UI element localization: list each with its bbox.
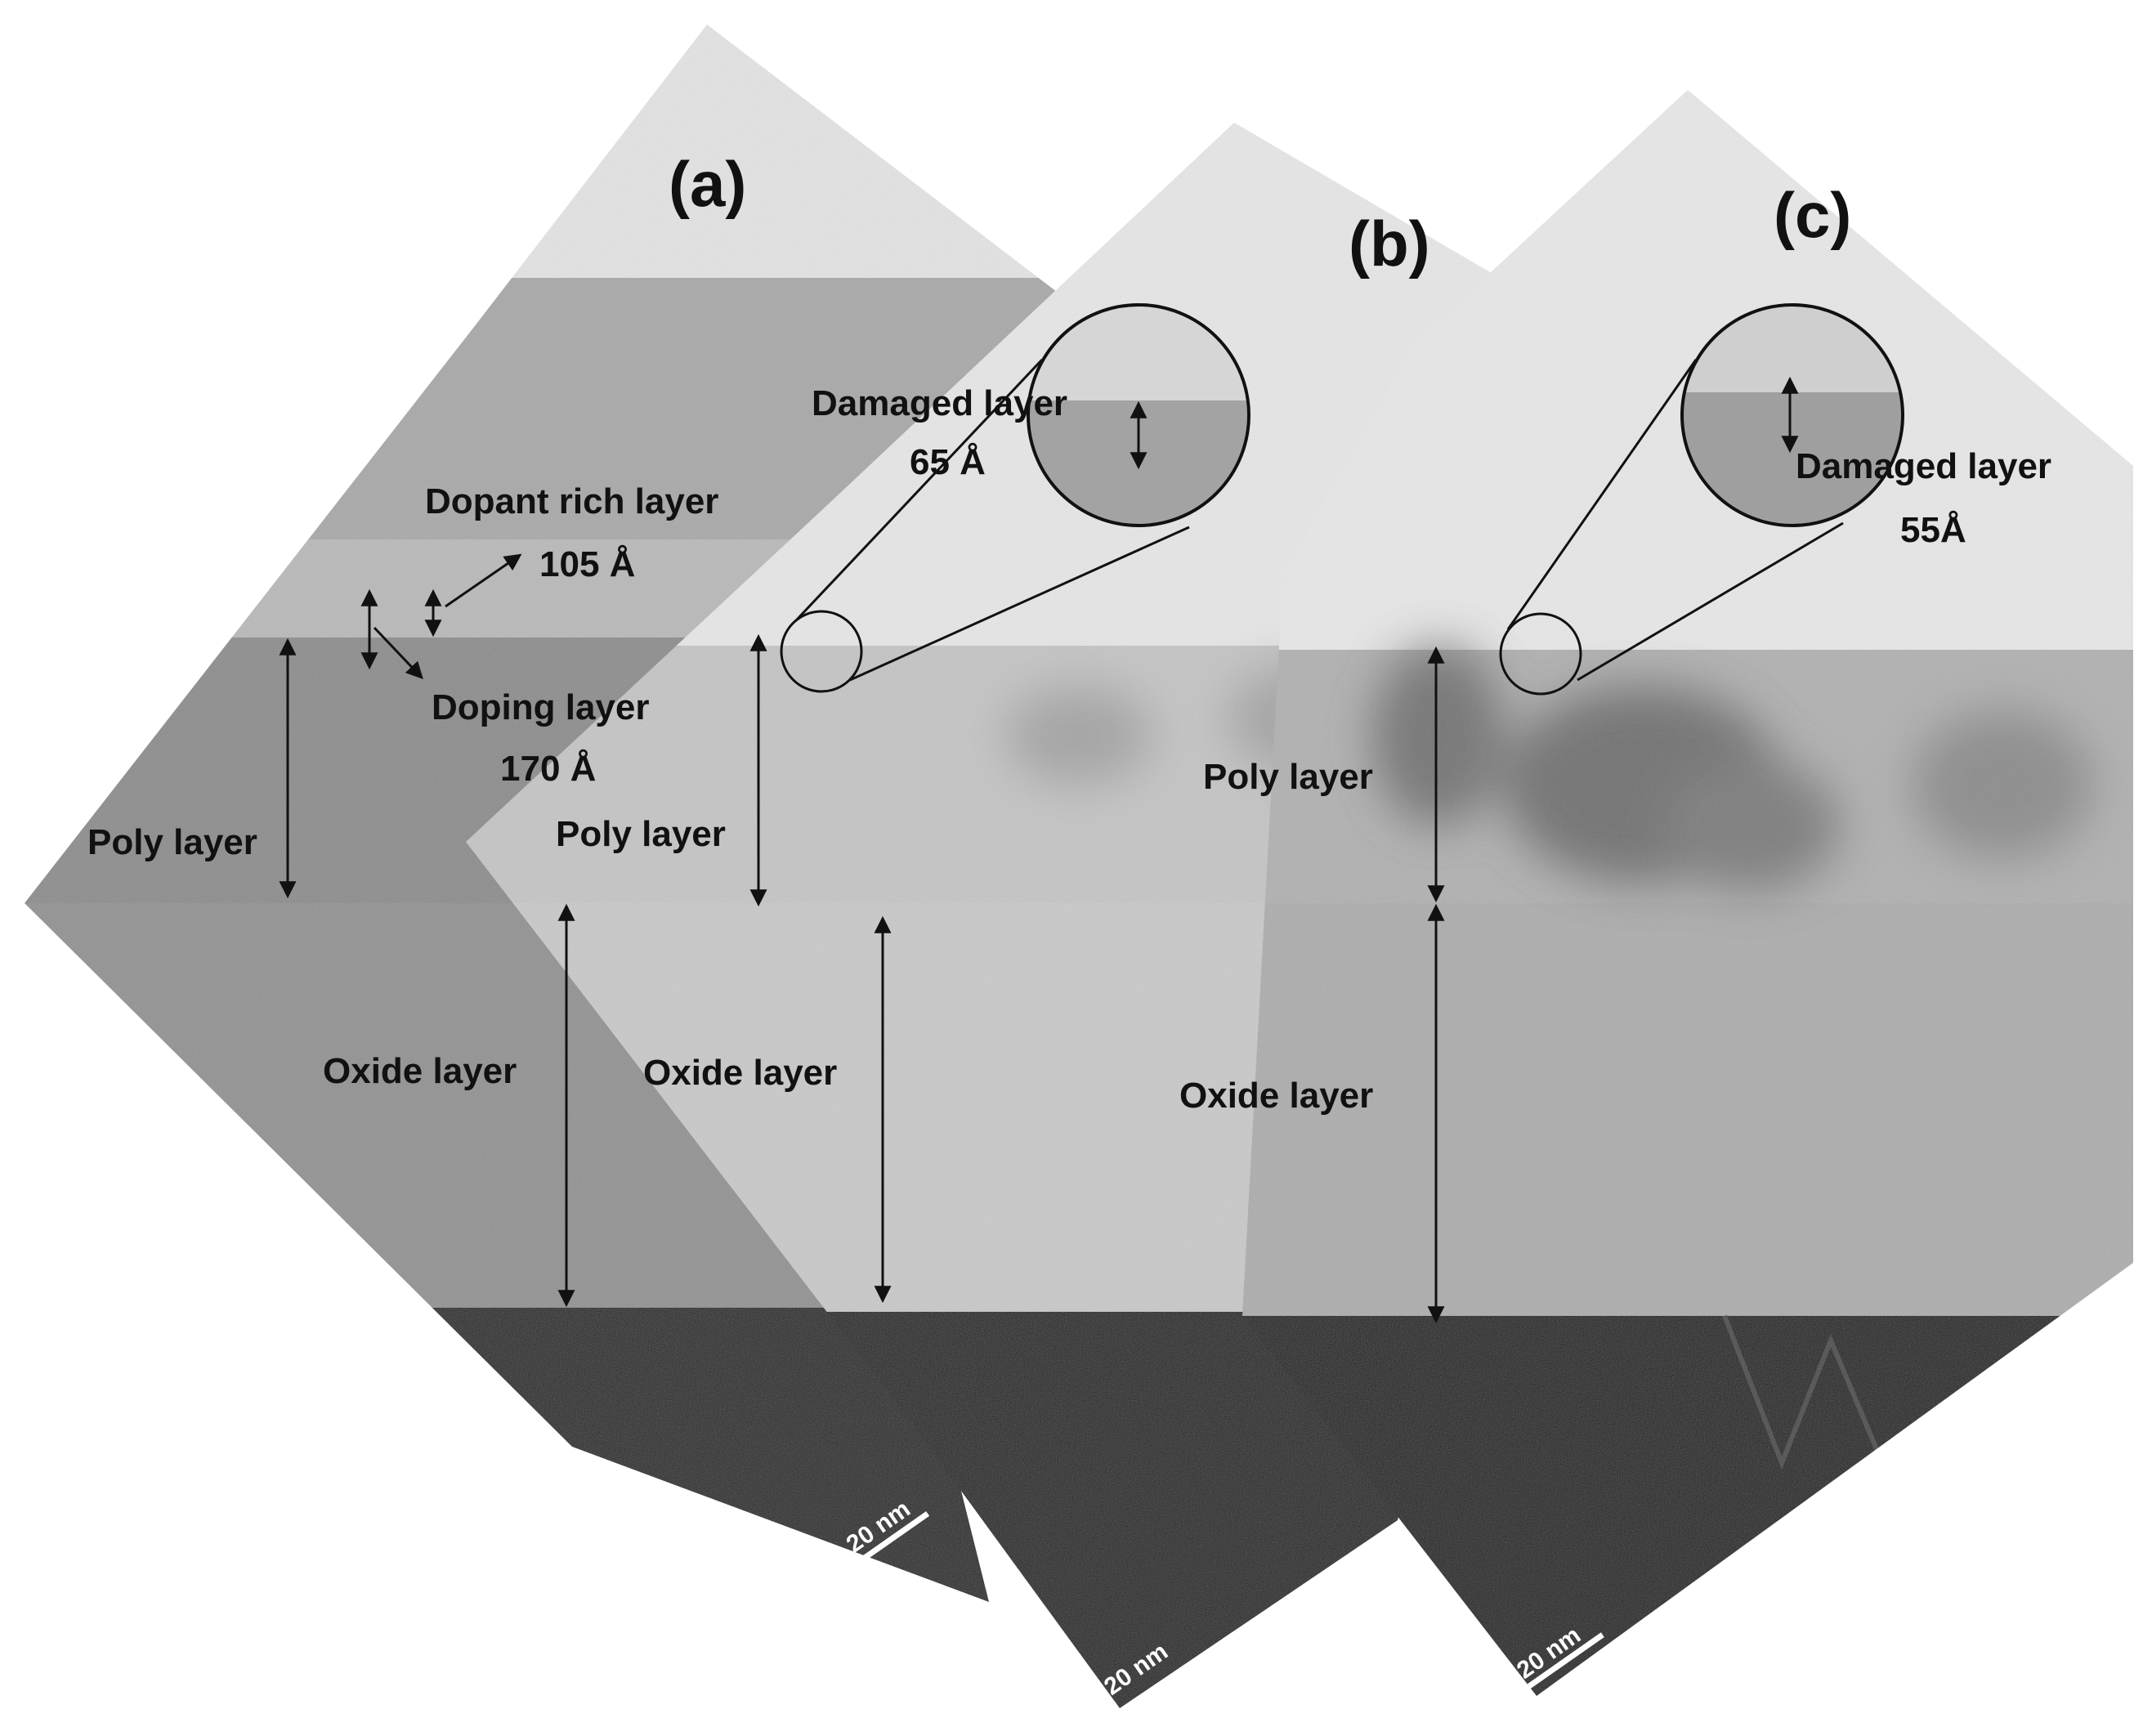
panel-a-label: (a) [669,148,746,220]
c-damaged-value: 55Å [1900,510,1966,550]
a-doping-label: Doping layer [432,687,650,727]
a-dopant-rich-label: Dopant rich layer [425,481,718,521]
b-poly-label: Poly layer [556,814,726,854]
panel-b-label: (b) [1349,208,1430,280]
c-oxide-label: Oxide layer [1179,1076,1373,1116]
c-damaged-label: Damaged layer [1796,446,2051,486]
a-doping-value: 170 Å [500,749,596,789]
c-poly-label: Poly layer [1203,757,1373,797]
b-damaged-label: Damaged layer [812,383,1067,423]
a-oxide-label: Oxide layer [323,1051,517,1091]
annotation-arrows [279,553,1445,1324]
b-oxide-label: Oxide layer [643,1053,837,1093]
a-dopant-rich-value: 105 Å [539,544,635,584]
b-damaged-value: 65 Å [910,442,986,482]
zoom-source-circle-b [780,610,863,693]
zoom-source-circle-c [1499,612,1582,696]
panel-c-label: (c) [1774,179,1851,251]
a-poly-label: Poly layer [87,822,257,862]
